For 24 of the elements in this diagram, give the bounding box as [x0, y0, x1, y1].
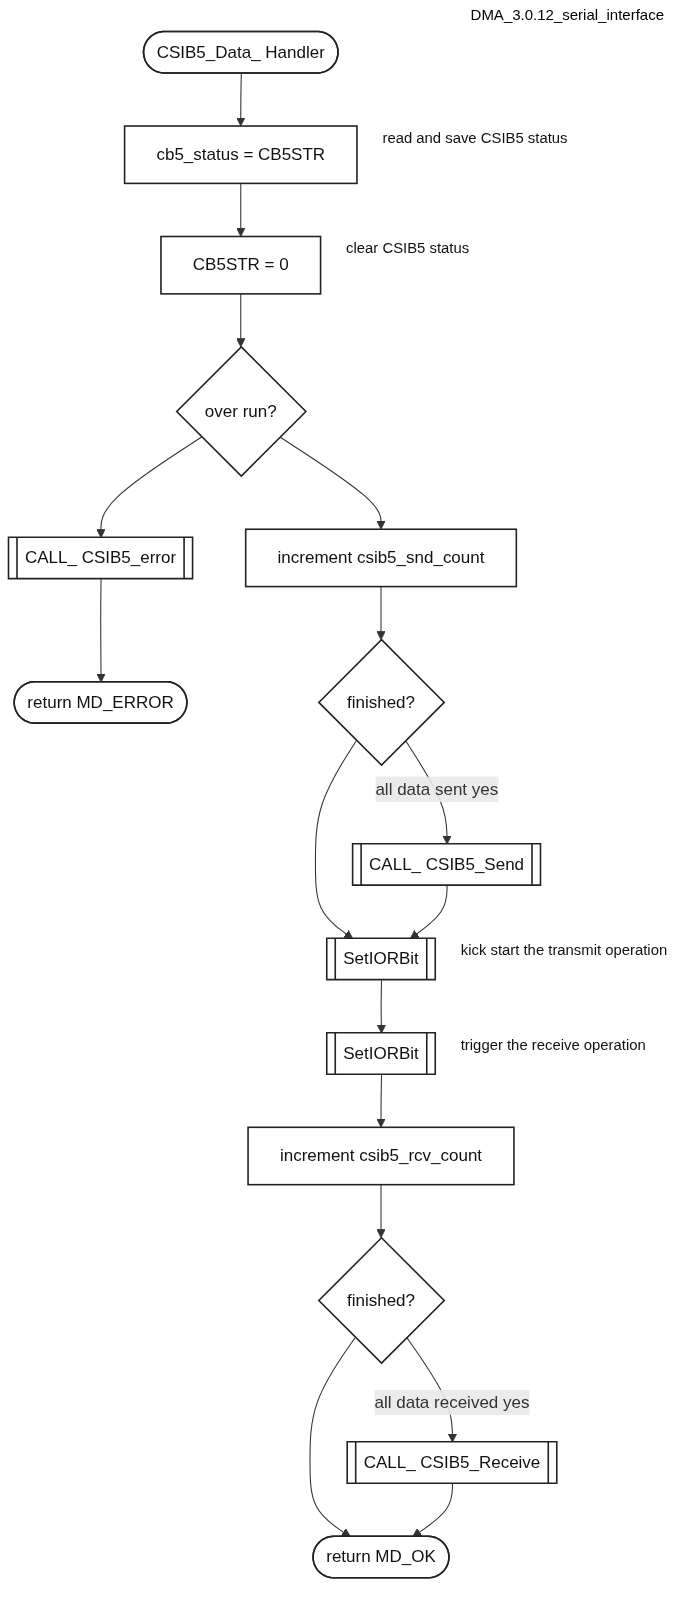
arrow — [376, 1074, 386, 1128]
arrow — [376, 586, 386, 641]
annotation-text: read and save CSIB5 status — [382, 130, 568, 147]
node-box: cb5_status = CB5STR — [123, 125, 358, 185]
arrow — [279, 436, 386, 530]
annotation-text: trigger the receive operation — [460, 1036, 646, 1053]
edge-label: all data received yes — [374, 1392, 530, 1411]
arrow — [236, 293, 246, 348]
annotation-text: kick start the transmit operation — [460, 942, 668, 959]
node-diamond: finished? — [317, 1236, 446, 1365]
diagram-title: DMA_3.0.12_serial_interface — [469, 5, 665, 23]
arrow — [376, 1184, 386, 1239]
edge-label: all data sent yes — [375, 779, 499, 798]
annotation-text: clear CSIB5 status — [346, 240, 470, 257]
node-diamond: over run? — [175, 345, 307, 478]
node-box: increment csib5_rcv_count — [247, 1126, 515, 1186]
arrow — [309, 1336, 356, 1538]
arrow — [412, 1483, 454, 1538]
arrow — [236, 72, 246, 127]
node-diamond: finished? — [317, 638, 446, 767]
arrow — [96, 578, 106, 683]
arrow — [236, 182, 246, 237]
node-box: increment csib5_snd_count — [244, 528, 518, 588]
node-box: CB5STR = 0 — [160, 235, 322, 295]
